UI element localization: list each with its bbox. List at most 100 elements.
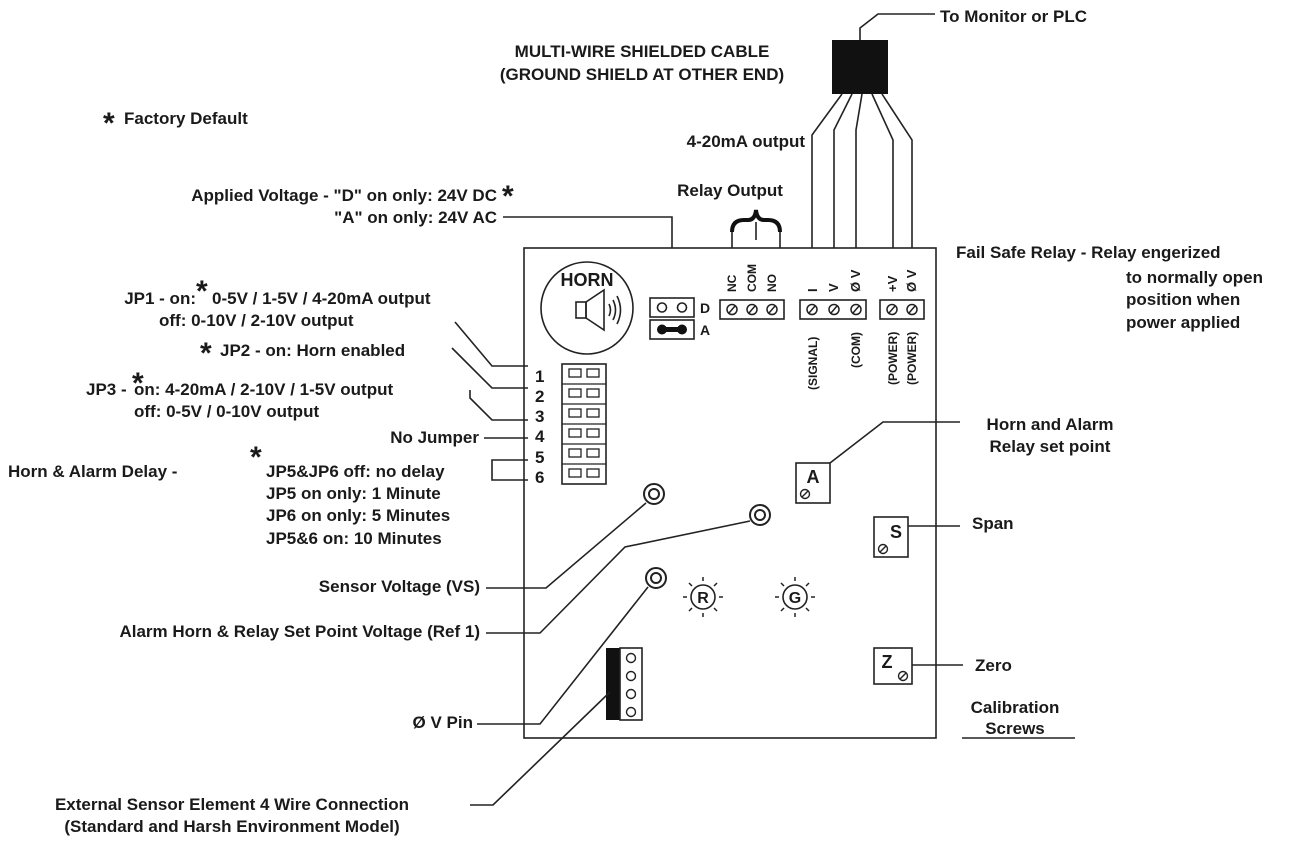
cable-connector-block [832,40,888,94]
to-monitor-label: To Monitor or PLC [940,7,1087,26]
applied-voltage-asterisk: * [502,180,514,213]
jumper-slot [568,428,600,438]
calibration-screws-line1: Calibration [971,698,1060,717]
jumper-number-5: 5 [535,448,544,467]
output-4-20-label: 4-20mA output [687,132,806,151]
screw-terminal [806,303,818,316]
jumper-number-1: 1 [535,367,544,386]
led-r-icon [683,577,723,617]
jumper-number-4: 4 [535,427,545,446]
delay-asterisk: * [250,441,262,474]
horn-circle [540,261,634,355]
jp1-on-value: 0-5V / 1-5V / 4-20mA output [212,289,431,308]
cable-wire [871,93,894,258]
signal-terminal-v: V [826,283,841,292]
horn-alarm-setpoint-line2: Relay set point [990,437,1111,456]
relay-terminal-no: NO [765,274,779,292]
jumper-d-label: D [700,300,710,316]
power-label: (POWER) [886,332,900,385]
zero-v-pin-leader [477,586,649,725]
led-r-label: R [697,590,709,607]
power-label: (POWER) [905,332,919,385]
relay-output-label: Relay Output [677,181,783,200]
delay-bracket [491,459,528,481]
pot-a-leader [829,421,960,464]
zero-v-test-pin [645,567,667,589]
sensor-voltage-leader [486,502,647,589]
failsafe-line3: position when [1126,290,1240,309]
jumper-header-block [561,363,607,485]
calibration-screws-line2: Screws [985,719,1045,738]
jumper-number-2: 2 [535,387,544,406]
external-sensor-line2: (Standard and Harsh Environment Model) [64,817,399,836]
jp1-leader [454,321,528,367]
monitor-leader-line [859,13,935,40]
failsafe-line1: Fail Safe Relay - Relay engerized [956,243,1221,262]
jumper-a-label: A [700,322,710,338]
horn-label: HORN [561,270,614,290]
failsafe-line4: power applied [1126,313,1240,332]
jp3-label-prefix: JP3 - [86,380,127,399]
led-g-icon [775,577,815,617]
jumper-d [649,297,695,318]
external-sensor-line1: External Sensor Element 4 Wire Connectio… [55,795,409,814]
delay-line1-value: JP5&JP6 off: no delay [266,462,445,481]
led-g-label: G [789,590,801,607]
pot-s [873,516,909,558]
jp1-off-label: off: 0-10V / 2-10V output [159,311,354,330]
jp3-leader [469,390,528,421]
setpoint-test-pin [749,504,771,526]
jumper-slot [568,468,600,478]
cable-title-line1: MULTI-WIRE SHIELDED CABLE [515,42,770,61]
pot-z-label: Z [882,652,893,672]
jp2-label: JP2 - on: Horn enabled [220,341,405,360]
delay-line4: JP5&6 on: 10 Minutes [266,529,442,548]
factory-default-label: Factory Default [124,109,248,128]
delay-line2: JP5 on only: 1 Minute [266,484,441,503]
jp3-on-value: on: 4-20mA / 2-10V / 1-5V output [134,380,393,399]
external-sensor-connector [606,647,643,721]
alarm-setpoint-label: Alarm Horn & Relay Set Point Voltage (Re… [119,622,480,641]
cable-wire [881,93,913,258]
jumper-slot [568,448,600,458]
jp2-leader [451,347,528,389]
pot-a [795,462,831,504]
power-terminal-0v: Ø V [904,269,919,292]
relay-terminal-nc: NC [725,274,739,292]
factory-default-asterisk: * [103,107,115,140]
relay-terminal-com: COM [745,264,759,292]
cable-title-line2: (GROUND SHIELD AT OTHER END) [500,65,784,84]
external-sensor-leader [470,691,611,806]
jumper-number-3: 3 [535,407,544,426]
cable-wire [855,93,863,258]
delay-line3: JP6 on only: 5 Minutes [266,506,450,525]
jumper-cap [662,327,682,332]
jp1-on-label: JP1 - on: [124,289,196,308]
jumper-pin [656,302,668,313]
signal-terminal-i: I [805,288,820,292]
horn-alarm-setpoint-line1: Horn and Alarm [987,415,1114,434]
zero-v-pin-label: Ø V Pin [413,713,473,732]
cable-wire [833,93,853,258]
jumper-slot [568,368,600,378]
jumper-slot [568,408,600,418]
applied-voltage-line1: Applied Voltage - "D" on only: 24V DC [191,186,497,205]
span-label: Span [972,514,1014,533]
screw-terminal [906,303,918,316]
jp2-asterisk: * [200,337,212,370]
screw-terminal [886,303,898,316]
pot-z [873,647,913,685]
signal-label: (SIGNAL) [806,337,820,390]
screw-terminal [726,303,738,316]
sensor-voltage-test-pin [643,483,665,505]
delay-label-prefix: Horn & Alarm Delay - [8,462,177,481]
signal-terminal-0v: Ø V [848,269,863,292]
jp3-off-label: off: 0-5V / 0-10V output [134,402,319,421]
screw-terminal [766,303,778,316]
sensor-voltage-label: Sensor Voltage (VS) [319,577,480,596]
alarm-setpoint-leader [486,520,751,634]
jp3-asterisk: * [132,367,144,400]
screw-terminal [850,303,862,316]
zero-label: Zero [975,656,1012,675]
cable-wire [811,93,843,258]
